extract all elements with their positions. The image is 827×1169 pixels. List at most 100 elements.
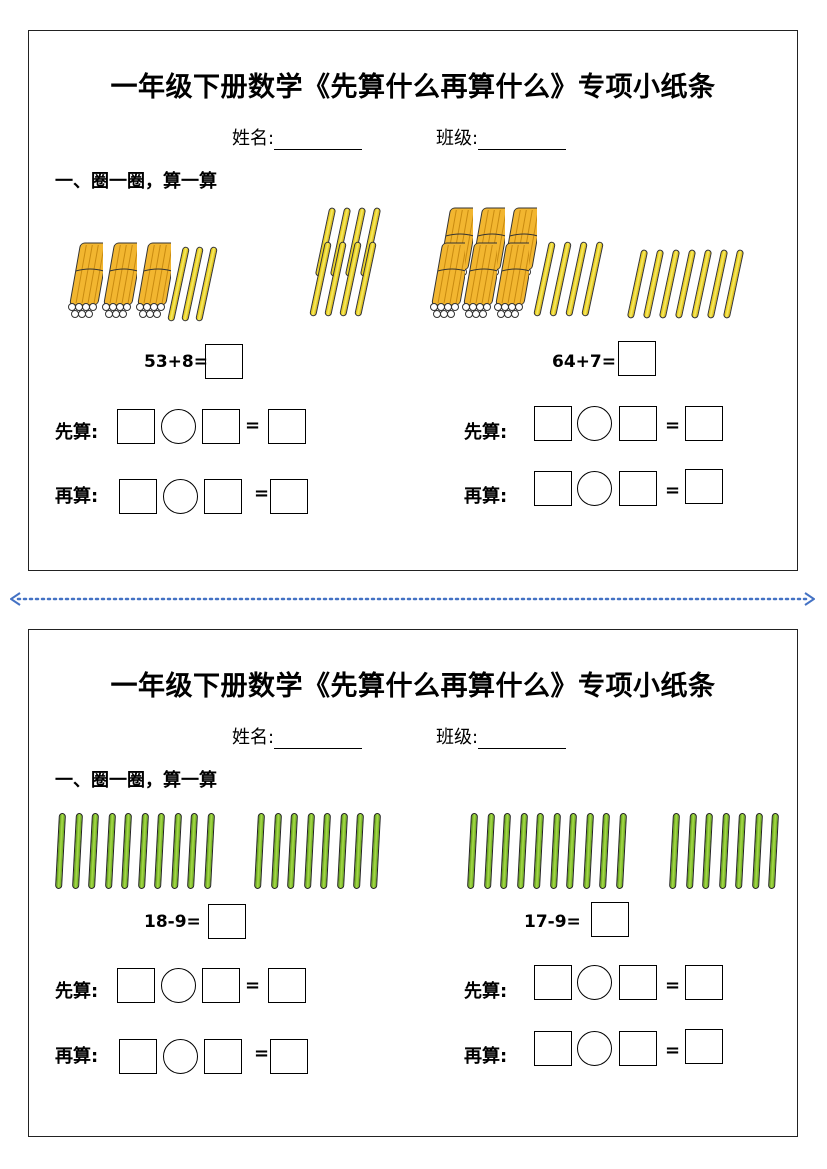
stick bbox=[270, 812, 282, 890]
stick bbox=[549, 812, 561, 890]
stick bbox=[369, 812, 381, 890]
stick-bundle-of-ten bbox=[101, 241, 143, 327]
stick bbox=[467, 812, 478, 890]
operand-box[interactable] bbox=[119, 479, 157, 514]
first-step-label: 先算: bbox=[464, 981, 508, 1002]
loose-sticks-8 bbox=[309, 201, 397, 331]
equation-label: 53+8= bbox=[144, 352, 208, 372]
stick bbox=[203, 812, 215, 890]
worksheet-title: 一年级下册数学《先算什么再算什么》专项小纸条 bbox=[110, 72, 716, 103]
operator-circle[interactable] bbox=[577, 471, 612, 506]
operand-box[interactable] bbox=[534, 1031, 572, 1066]
class-label: 班级: bbox=[436, 727, 479, 748]
operand-box[interactable] bbox=[619, 965, 657, 1000]
operator-circle[interactable] bbox=[163, 479, 198, 514]
operand-box[interactable] bbox=[619, 471, 657, 506]
stick bbox=[254, 812, 265, 890]
stick bbox=[483, 812, 495, 890]
stick bbox=[718, 812, 730, 890]
result-box[interactable] bbox=[270, 479, 308, 514]
operand-box[interactable] bbox=[619, 406, 657, 441]
operator-circle[interactable] bbox=[577, 965, 612, 1000]
stick bbox=[566, 812, 577, 890]
operator-circle[interactable] bbox=[163, 1039, 198, 1074]
stick bbox=[187, 812, 198, 890]
stick-bundle-of-ten bbox=[135, 241, 177, 327]
equation-label: 64+7= bbox=[552, 352, 616, 372]
operand-box[interactable] bbox=[117, 968, 155, 1003]
green-sticks-group-10 bbox=[55, 812, 235, 893]
stick bbox=[137, 812, 149, 890]
operand-box[interactable] bbox=[117, 409, 155, 444]
equals-sign: = bbox=[665, 975, 681, 996]
answer-box[interactable] bbox=[208, 904, 246, 939]
result-box[interactable] bbox=[685, 469, 723, 504]
class-field[interactable]: 班级: bbox=[436, 723, 567, 749]
stick-bundle-of-ten bbox=[429, 241, 471, 327]
result-box[interactable] bbox=[685, 965, 723, 1000]
operator-circle[interactable] bbox=[161, 409, 196, 444]
stick bbox=[516, 812, 528, 890]
equals-sign: = bbox=[665, 1040, 681, 1061]
stick bbox=[353, 812, 364, 890]
stick bbox=[336, 812, 348, 890]
answer-box[interactable] bbox=[591, 902, 629, 937]
equals-sign: = bbox=[245, 975, 261, 996]
result-box[interactable] bbox=[268, 409, 306, 444]
stick bbox=[533, 812, 544, 890]
stick-bundle-of-ten bbox=[493, 241, 535, 327]
class-field[interactable]: 班级: bbox=[436, 124, 567, 150]
green-sticks-group-8 bbox=[254, 812, 394, 893]
first-step-label: 先算: bbox=[55, 422, 99, 443]
equation-label: 17-9= bbox=[524, 912, 581, 932]
stick bbox=[154, 812, 165, 890]
operand-box[interactable] bbox=[204, 1039, 242, 1074]
worksheet-strip-1: 一年级下册数学《先算什么再算什么》专项小纸条 姓名: 班级: 一、圈一圈，算一算… bbox=[28, 30, 798, 571]
student-name-field[interactable]: 姓名: bbox=[232, 723, 363, 749]
operator-circle[interactable] bbox=[161, 968, 196, 1003]
cut-line-divider bbox=[10, 592, 815, 606]
stick-bundle-of-ten bbox=[461, 241, 503, 327]
stick bbox=[669, 812, 680, 890]
stick bbox=[685, 812, 697, 890]
operand-box[interactable] bbox=[534, 406, 572, 441]
stick bbox=[71, 812, 83, 890]
answer-box[interactable] bbox=[618, 341, 656, 376]
equals-sign: = bbox=[665, 415, 681, 436]
stick bbox=[287, 812, 298, 890]
stick bbox=[88, 812, 99, 890]
first-step-label: 先算: bbox=[55, 981, 99, 1002]
student-name-field[interactable]: 姓名: bbox=[232, 124, 363, 150]
operand-box[interactable] bbox=[119, 1039, 157, 1074]
operand-box[interactable] bbox=[534, 965, 572, 1000]
result-box[interactable] bbox=[685, 406, 723, 441]
operand-box[interactable] bbox=[202, 968, 240, 1003]
result-box[interactable] bbox=[268, 968, 306, 1003]
second-step-label: 再算: bbox=[55, 486, 99, 507]
stick bbox=[320, 812, 331, 890]
result-box[interactable] bbox=[685, 1029, 723, 1064]
stick bbox=[121, 812, 132, 890]
stick bbox=[55, 812, 66, 890]
operator-circle[interactable] bbox=[577, 1031, 612, 1066]
arrow-right-icon bbox=[804, 592, 815, 606]
operand-box[interactable] bbox=[619, 1031, 657, 1066]
class-label: 班级: bbox=[436, 128, 479, 149]
section-heading: 一、圈一圈，算一算 bbox=[55, 171, 217, 192]
stick bbox=[751, 812, 763, 890]
operand-box[interactable] bbox=[204, 479, 242, 514]
stick bbox=[500, 812, 511, 890]
equation-label: 18-9= bbox=[144, 912, 201, 932]
operator-circle[interactable] bbox=[577, 406, 612, 441]
answer-box[interactable] bbox=[205, 344, 243, 379]
operand-box[interactable] bbox=[202, 409, 240, 444]
first-step-label: 先算: bbox=[464, 422, 508, 443]
second-step-label: 再算: bbox=[464, 486, 508, 507]
green-sticks-group-10 bbox=[467, 812, 647, 893]
arrow-left-icon bbox=[10, 592, 21, 606]
green-sticks-group-7 bbox=[669, 812, 799, 893]
operand-box[interactable] bbox=[534, 471, 572, 506]
second-step-label: 再算: bbox=[55, 1046, 99, 1067]
result-box[interactable] bbox=[270, 1039, 308, 1074]
stick bbox=[735, 812, 746, 890]
